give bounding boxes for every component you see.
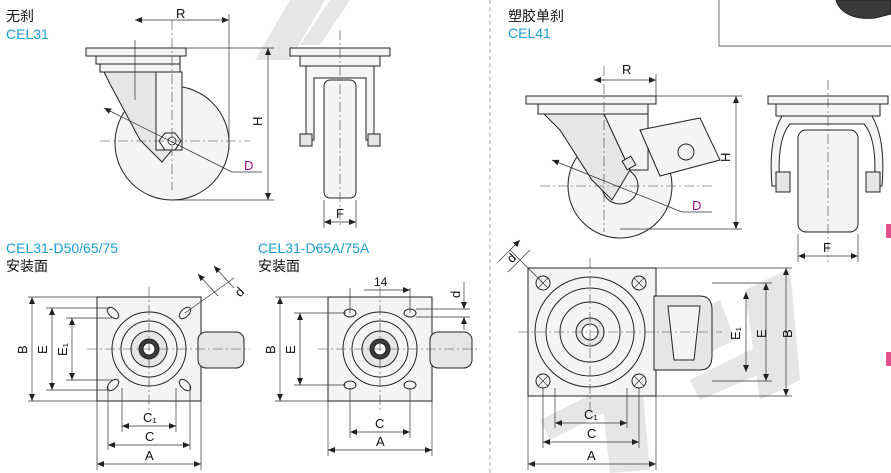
photo-frame	[718, 0, 891, 47]
dim-F-label: F	[336, 206, 344, 221]
edge-marker	[886, 224, 891, 238]
cel41-top-view: B E E₁ C₁ C A d	[497, 239, 795, 470]
dim-C-label: C	[145, 429, 154, 444]
plate-a-code: CEL31-D50/65/75	[6, 240, 119, 256]
cel31-type-label: 无刹	[6, 8, 34, 24]
dim-14-label: 14	[374, 275, 388, 289]
dim-E1-label-2: E₁	[728, 326, 743, 340]
dim-d-label: d	[232, 284, 248, 300]
dim-d-label-2: d	[448, 291, 463, 298]
dim-B-label-3: B	[780, 329, 795, 338]
dim-E-label-2: E	[283, 345, 298, 354]
plate-b-caption: 安装面	[258, 258, 300, 274]
dim-R-label-2: R	[622, 62, 631, 77]
dim-C-label-2: C	[375, 416, 384, 431]
cel41-front-view: F	[767, 80, 891, 366]
dim-C1-label: C₁	[143, 410, 157, 425]
dim-D-label-2: D	[692, 198, 701, 213]
plate-a-caption: 安装面	[6, 258, 48, 274]
dim-A-label: A	[145, 448, 154, 463]
dim-F-label-2: F	[823, 240, 831, 255]
dim-A-label-2: A	[376, 434, 385, 449]
dim-C1-label-2: C₁	[584, 407, 598, 422]
dim-R-label: R	[176, 6, 185, 21]
cel31-side-view: R H D	[85, 6, 274, 201]
cel31-front-view: F	[289, 30, 391, 228]
plate-a-top-view: B E E₁ C₁ C A d	[15, 265, 250, 470]
dim-B-label: B	[15, 345, 30, 354]
dim-H-label: H	[250, 117, 265, 126]
dim-C-label-3: C	[587, 426, 596, 441]
edge-marker-2	[886, 352, 891, 366]
dim-E-label: E	[35, 345, 50, 354]
plate-b-code: CEL31-D65A/75A	[258, 240, 370, 256]
cel41-side-view: R H D	[525, 62, 742, 239]
dim-A-label-3: A	[587, 448, 596, 463]
dim-D-label: D	[244, 158, 253, 173]
cel31-code: CEL31	[6, 26, 49, 42]
dim-E-label-3: E	[754, 329, 769, 338]
dim-E1-label: E₁	[55, 342, 70, 356]
dim-B-label-2: B	[263, 345, 278, 354]
cel41-type-label: 塑胶单刹	[508, 8, 564, 24]
plate-b-top-view: B E C A 14 d	[263, 275, 478, 456]
cel41-code: CEL41	[508, 25, 551, 41]
photo-caster-image	[835, 0, 891, 19]
dim-H-label-2: H	[718, 153, 733, 162]
